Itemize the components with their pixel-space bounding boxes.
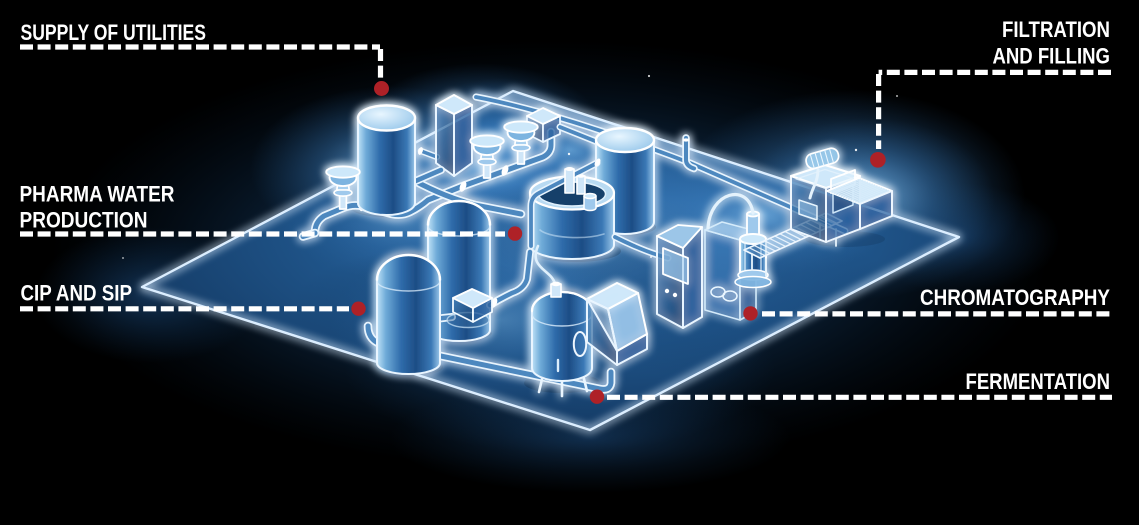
svg-text:PRODUCTION: PRODUCTION (20, 208, 148, 233)
svg-text:FERMENTATION: FERMENTATION (966, 369, 1111, 394)
svg-text:SUPPLY OF UTILITIES: SUPPLY OF UTILITIES (21, 20, 207, 45)
svg-text:CIP AND SIP: CIP AND SIP (21, 280, 133, 305)
svg-text:AND FILLING: AND FILLING (993, 44, 1111, 69)
svg-text:PHARMA WATER: PHARMA WATER (20, 182, 175, 207)
svg-text:CHROMATOGRAPHY: CHROMATOGRAPHY (920, 285, 1110, 310)
svg-text:FILTRATION: FILTRATION (1002, 17, 1110, 42)
